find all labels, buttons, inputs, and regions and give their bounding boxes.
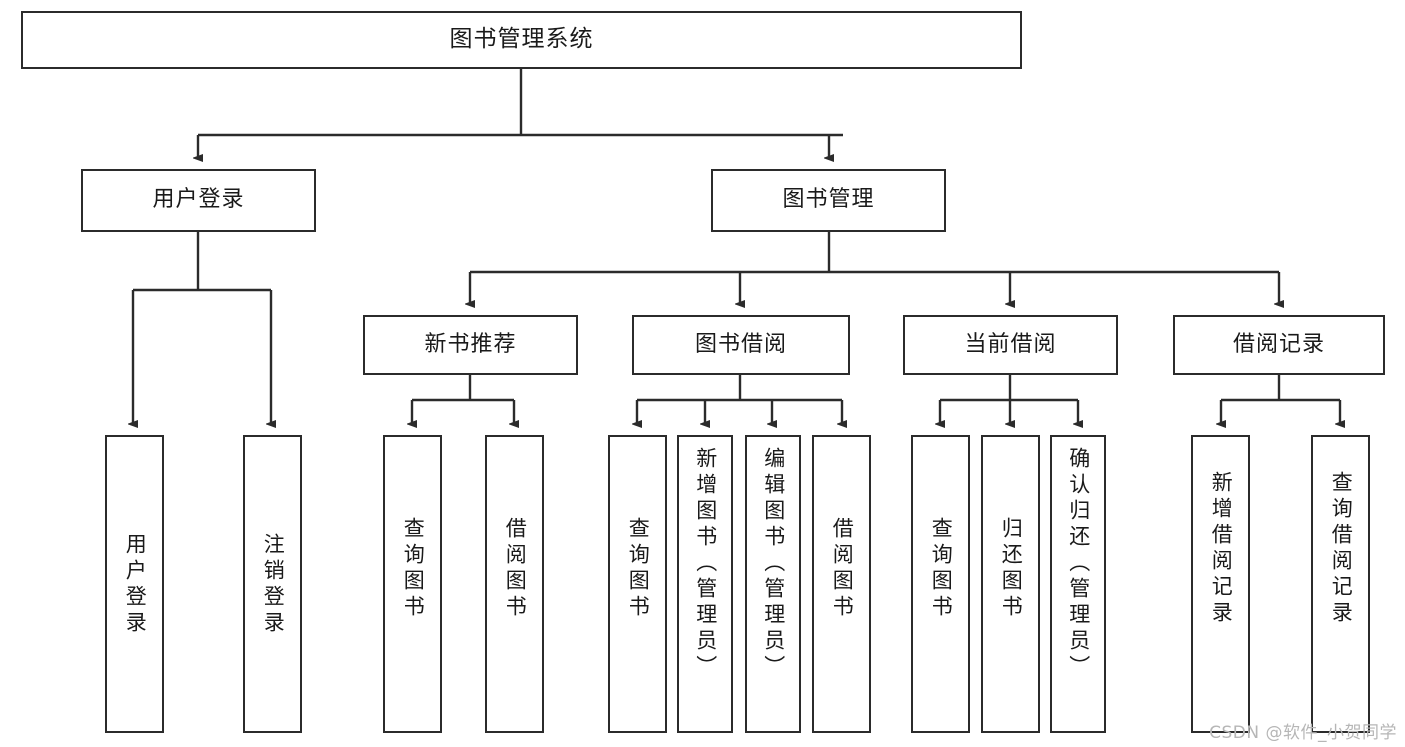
node-leaf-add-book[interactable]: 新增图书（管理员） [677,435,733,733]
node-book-borrow-label: 图书借阅 [694,331,787,357]
node-leaf-add-record-label: 新增借阅记录 [1209,471,1234,627]
node-leaf-add-record[interactable]: 新增借阅记录 [1191,435,1250,733]
csdn-watermark: CSDN @软件_小贺同学 [1209,723,1397,743]
node-leaf-query-book-3-label: 查询图书 [929,517,954,621]
node-book-management[interactable]: 图书管理 [711,169,946,232]
node-leaf-borrow-book-2[interactable]: 借阅图书 [812,435,871,733]
node-leaf-query-book-1-label: 查询图书 [401,517,426,621]
node-current-borrow-label: 当前借阅 [964,331,1057,357]
node-leaf-edit-book[interactable]: 编辑图书（管理员） [745,435,801,733]
node-leaf-query-book-3[interactable]: 查询图书 [911,435,970,733]
node-root[interactable]: 图书管理系统 [21,11,1022,69]
node-new-book-recommend[interactable]: 新书推荐 [363,315,578,375]
node-leaf-query-book-2-label: 查询图书 [626,517,651,621]
node-leaf-query-record[interactable]: 查询借阅记录 [1311,435,1370,733]
node-leaf-query-record-label: 查询借阅记录 [1329,471,1354,627]
node-leaf-query-book-1[interactable]: 查询图书 [383,435,442,733]
node-leaf-user-login[interactable]: 用户登录 [105,435,164,733]
node-borrow-record[interactable]: 借阅记录 [1173,315,1385,375]
node-leaf-add-book-label: 新增图书（管理员） [693,447,718,681]
node-leaf-user-login-label: 用户登录 [123,533,148,637]
node-leaf-confirm-return[interactable]: 确认归还（管理员） [1050,435,1106,733]
node-root-label: 图书管理系统 [449,26,594,53]
node-leaf-logout[interactable]: 注销登录 [243,435,302,733]
node-book-management-label: 图书管理 [782,187,875,213]
node-user-login-label: 用户登录 [152,187,245,213]
node-leaf-borrow-book-1[interactable]: 借阅图书 [485,435,544,733]
node-leaf-logout-label: 注销登录 [261,533,286,637]
node-leaf-return-book-label: 归还图书 [999,517,1024,621]
node-user-login[interactable]: 用户登录 [81,169,316,232]
node-borrow-record-label: 借阅记录 [1232,331,1325,357]
node-leaf-confirm-return-label: 确认归还（管理员） [1066,447,1091,681]
node-leaf-borrow-book-1-label: 借阅图书 [503,517,528,621]
node-leaf-query-book-2[interactable]: 查询图书 [608,435,667,733]
node-new-book-recommend-label: 新书推荐 [424,331,517,357]
node-current-borrow[interactable]: 当前借阅 [903,315,1118,375]
node-book-borrow[interactable]: 图书借阅 [632,315,850,375]
node-leaf-edit-book-label: 编辑图书（管理员） [761,447,786,681]
node-leaf-return-book[interactable]: 归还图书 [981,435,1040,733]
node-leaf-borrow-book-2-label: 借阅图书 [830,517,855,621]
